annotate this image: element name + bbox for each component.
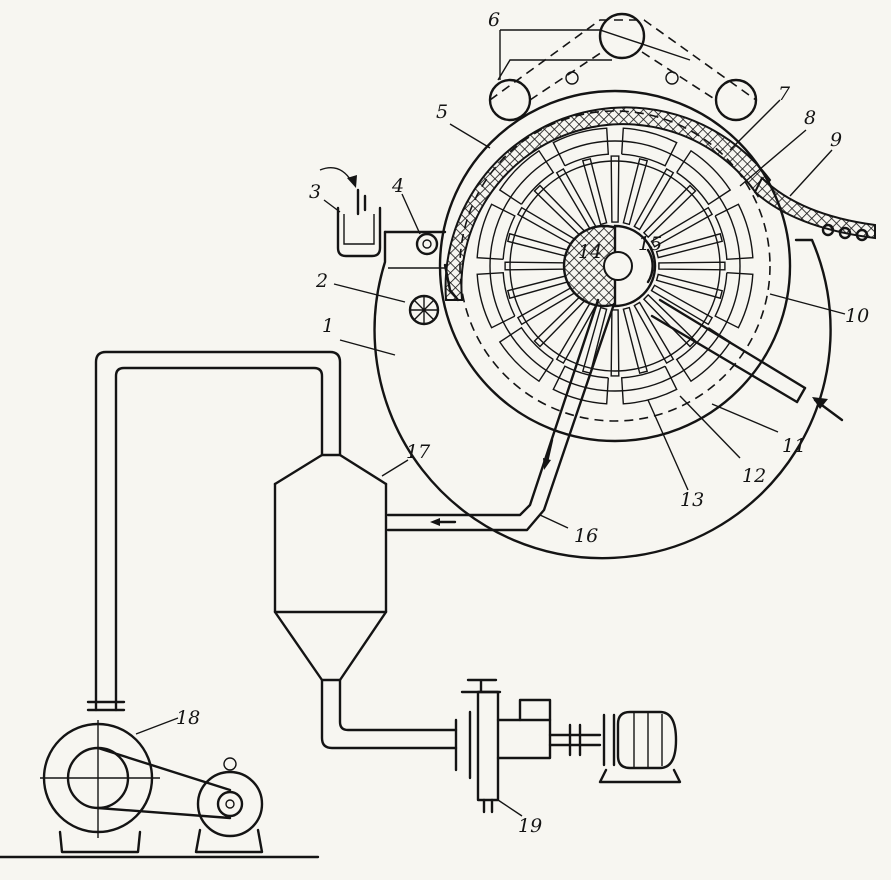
drum-spoke xyxy=(633,301,675,365)
drum-spoke xyxy=(650,284,714,326)
label-8: 8 xyxy=(804,107,816,129)
drum-cell xyxy=(552,365,609,405)
press-rollers xyxy=(488,12,758,122)
drum-spoke xyxy=(516,284,580,326)
label-12: 12 xyxy=(742,465,766,487)
label-9: 9 xyxy=(830,129,842,151)
drum-spoke xyxy=(622,306,649,375)
drum-cell xyxy=(476,203,516,260)
drum-spoke xyxy=(610,309,620,377)
drum-spoke xyxy=(658,261,726,271)
scraper-knife xyxy=(443,263,460,302)
drum-cell xyxy=(621,127,678,167)
leader-lines xyxy=(135,29,846,817)
drum-spoke xyxy=(581,306,608,375)
label-13: 13 xyxy=(680,489,704,511)
distribution-head xyxy=(562,224,657,308)
label-15: 15 xyxy=(638,233,662,255)
drum-spoke xyxy=(581,157,608,226)
drum-spoke xyxy=(655,232,724,259)
label-3: 3 xyxy=(309,181,321,203)
drum-spoke xyxy=(506,273,575,300)
vacuum-pump xyxy=(0,720,320,859)
filter-drum xyxy=(438,89,792,443)
label-11: 11 xyxy=(782,435,806,457)
label-4: 4 xyxy=(391,175,404,197)
agitator xyxy=(408,294,440,326)
drum-cell xyxy=(552,127,610,167)
drum-spoke xyxy=(555,301,597,365)
drum-cell xyxy=(498,326,554,383)
vacuum-pump-line xyxy=(86,350,342,712)
label-5: 5 xyxy=(436,101,448,123)
wash-water-pipe xyxy=(650,298,844,422)
label-7: 7 xyxy=(778,83,791,105)
drum-spokes xyxy=(504,155,726,377)
drum-spoke xyxy=(533,293,588,348)
feed-bath xyxy=(319,167,382,258)
drum-spoke xyxy=(516,206,580,248)
drum-cells xyxy=(476,127,754,405)
drum-spoke xyxy=(642,184,697,239)
drum-spoke xyxy=(642,293,697,348)
vacuum-receiver xyxy=(273,453,388,682)
feed-roller xyxy=(415,232,439,256)
label-19: 19 xyxy=(518,815,542,837)
drum-cell xyxy=(714,203,754,261)
vacuum-line xyxy=(386,298,616,532)
drum-spoke xyxy=(610,155,620,223)
filtrate-pump-line xyxy=(320,678,458,750)
label-10: 10 xyxy=(845,305,869,327)
label-1: 1 xyxy=(322,315,334,337)
drum-spoke xyxy=(555,167,597,231)
label-18: 18 xyxy=(176,707,200,729)
filter-cloth-discharge xyxy=(753,176,876,242)
drum-spoke xyxy=(650,206,714,248)
drum-spoke xyxy=(622,157,649,226)
label-2: 2 xyxy=(315,270,328,292)
filtrate-pump xyxy=(454,678,682,814)
drum-spoke xyxy=(504,261,572,271)
label-17: 17 xyxy=(406,441,431,463)
drum-spoke xyxy=(655,273,724,300)
label-16: 16 xyxy=(574,525,598,547)
drum-cell xyxy=(675,327,732,383)
labels: 1 2 3 4 5 6 7 8 9 10 11 12 13 14 15 16 1… xyxy=(176,9,869,837)
drum-cell xyxy=(620,365,678,405)
drum-spoke xyxy=(506,232,575,259)
drum-spoke xyxy=(533,184,588,239)
drum-cell xyxy=(676,149,732,206)
drum-cell xyxy=(498,149,555,205)
drum-spoke xyxy=(633,167,675,231)
drum-cell xyxy=(714,272,754,329)
drum-cell xyxy=(476,271,516,329)
label-14: 14 xyxy=(578,241,602,263)
label-6: 6 xyxy=(488,9,500,31)
